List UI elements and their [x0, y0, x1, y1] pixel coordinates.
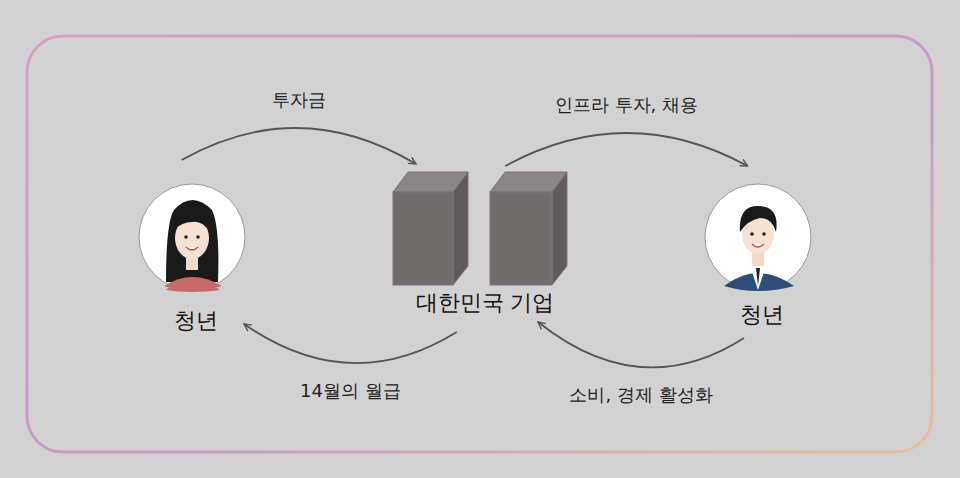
edge-label: 투자금: [268, 88, 330, 112]
node-label: 청년: [136, 306, 256, 336]
flow-arrow: [182, 128, 416, 164]
cuboid-icon: [384, 168, 578, 290]
avatar-icon: [136, 182, 248, 304]
edge-label: 14월의 월급: [296, 379, 405, 403]
edge-label: 인프라 투자, 채용: [551, 93, 702, 117]
node-label: 대한민국 기업: [384, 288, 586, 318]
flow-arrow: [244, 324, 457, 363]
flow-arrow: [538, 322, 744, 367]
avatar-icon: [702, 182, 814, 304]
company-node: 대한민국 기업: [384, 168, 586, 328]
edge-label: 소비, 경제 활성화: [565, 383, 716, 407]
person-node: 청년: [136, 182, 256, 344]
person-node: 청년: [702, 182, 822, 334]
flow-arrow: [505, 133, 747, 166]
node-label: 청년: [702, 300, 822, 330]
rounded-frame: [27, 36, 932, 452]
